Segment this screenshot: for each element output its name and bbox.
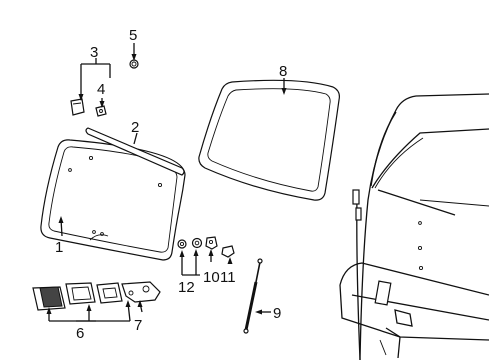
lift-support-strut bbox=[243, 258, 263, 334]
upper-weatherstrip bbox=[85, 127, 185, 176]
liftgate-hinge bbox=[121, 281, 161, 303]
hinge-covers bbox=[32, 282, 123, 311]
callout-9: 9 bbox=[273, 305, 281, 322]
vehicle-rear-body bbox=[339, 93, 489, 360]
callout-8: 8 bbox=[279, 63, 287, 80]
callout-12: 12 bbox=[178, 279, 195, 296]
callout-3: 3 bbox=[90, 44, 98, 61]
clip-10 bbox=[205, 236, 218, 250]
clip-11 bbox=[221, 245, 235, 258]
callout-5: 5 bbox=[129, 27, 137, 44]
grommet bbox=[129, 59, 139, 69]
glass-weatherstrip bbox=[198, 79, 340, 201]
callout-10: 10 bbox=[203, 269, 220, 286]
liftgate-glass bbox=[40, 139, 186, 261]
callout-2: 2 bbox=[131, 119, 139, 136]
callout-4: 4 bbox=[97, 81, 105, 98]
callout-7: 7 bbox=[134, 317, 142, 334]
callout-6: 6 bbox=[76, 325, 84, 342]
callout-11: 11 bbox=[220, 269, 236, 286]
glass-hinge bbox=[70, 98, 85, 116]
hinge-nut bbox=[95, 105, 107, 117]
fasteners-12 bbox=[177, 237, 203, 249]
callout-1: 1 bbox=[55, 239, 63, 256]
leader-lines bbox=[46, 43, 287, 322]
